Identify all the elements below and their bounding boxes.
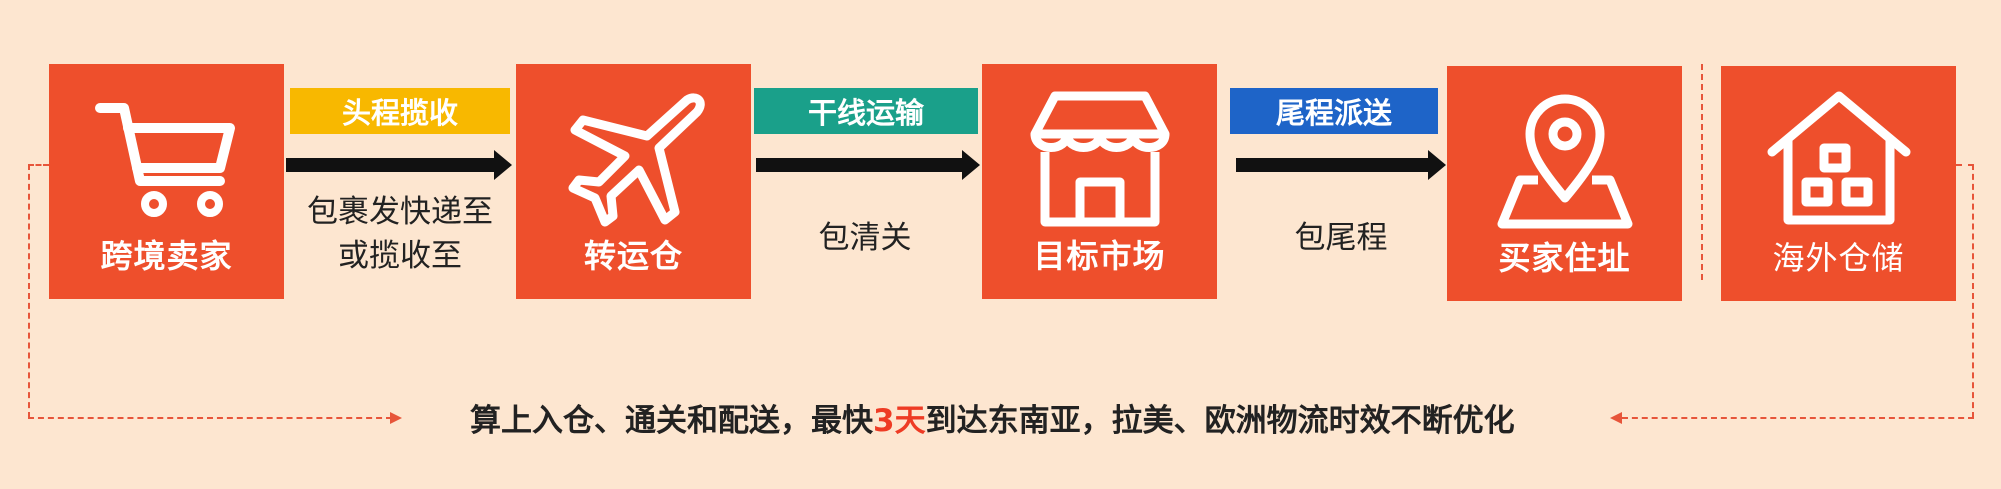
summary-highlight: 3天 (873, 403, 926, 439)
node-label: 买家住址 (1498, 239, 1631, 277)
connector-dashed (1972, 164, 1974, 418)
connector-dashed (1956, 164, 1974, 166)
connector-dashed (28, 164, 30, 418)
summary-after: 到达东南亚，拉美、欧洲物流时效不断优化 (925, 403, 1515, 439)
node-cross-border-seller: 跨境卖家 (49, 64, 284, 299)
storefront-icon (1030, 91, 1169, 227)
step-tag-first-mile: 头程揽收 (290, 88, 510, 134)
flow-arrow (1236, 150, 1446, 180)
node-buyer-address: 买家住址 (1447, 66, 1682, 301)
connector-dashed (28, 164, 49, 166)
airplane-icon (568, 93, 705, 227)
node-transit-warehouse: 转运仓 (516, 64, 751, 299)
step-note-line: 包裹发快递至 (307, 194, 493, 230)
node-label: 目标市场 (1033, 237, 1166, 275)
node-label: 跨境卖家 (100, 237, 233, 275)
summary-text: 算上入仓、通关和配送，最快3天到达东南亚，拉美、欧洲物流时效不断优化 (470, 395, 1515, 440)
node-target-market: 目标市场 (982, 64, 1217, 299)
connector-dashed (1622, 417, 1974, 419)
step-note-line: 或揽收至 (338, 238, 462, 274)
node-overseas-warehouse: 海外仓储 (1721, 66, 1956, 301)
arrow-head-right (390, 412, 402, 424)
shopping-cart-icon (94, 103, 235, 217)
flow-arrow (756, 150, 980, 180)
node-label: 海外仓储 (1772, 239, 1905, 277)
house-icon (1767, 91, 1910, 225)
summary-before: 算上入仓、通关和配送，最快 (470, 403, 873, 439)
divider-dashed (1701, 64, 1703, 280)
arrow-head-left (1610, 412, 1622, 424)
step-note: 包尾程 (1294, 220, 1388, 256)
step-tag-trunk-transport: 干线运输 (754, 88, 978, 134)
location-pin-icon (1497, 94, 1632, 229)
connector-dashed (28, 417, 392, 419)
node-label: 转运仓 (583, 237, 683, 275)
flow-arrow (286, 150, 512, 180)
step-tag-last-mile: 尾程派送 (1230, 88, 1438, 134)
step-note: 包裹发快递至 或揽收至 (280, 190, 520, 278)
step-note: 包清关 (818, 220, 912, 256)
